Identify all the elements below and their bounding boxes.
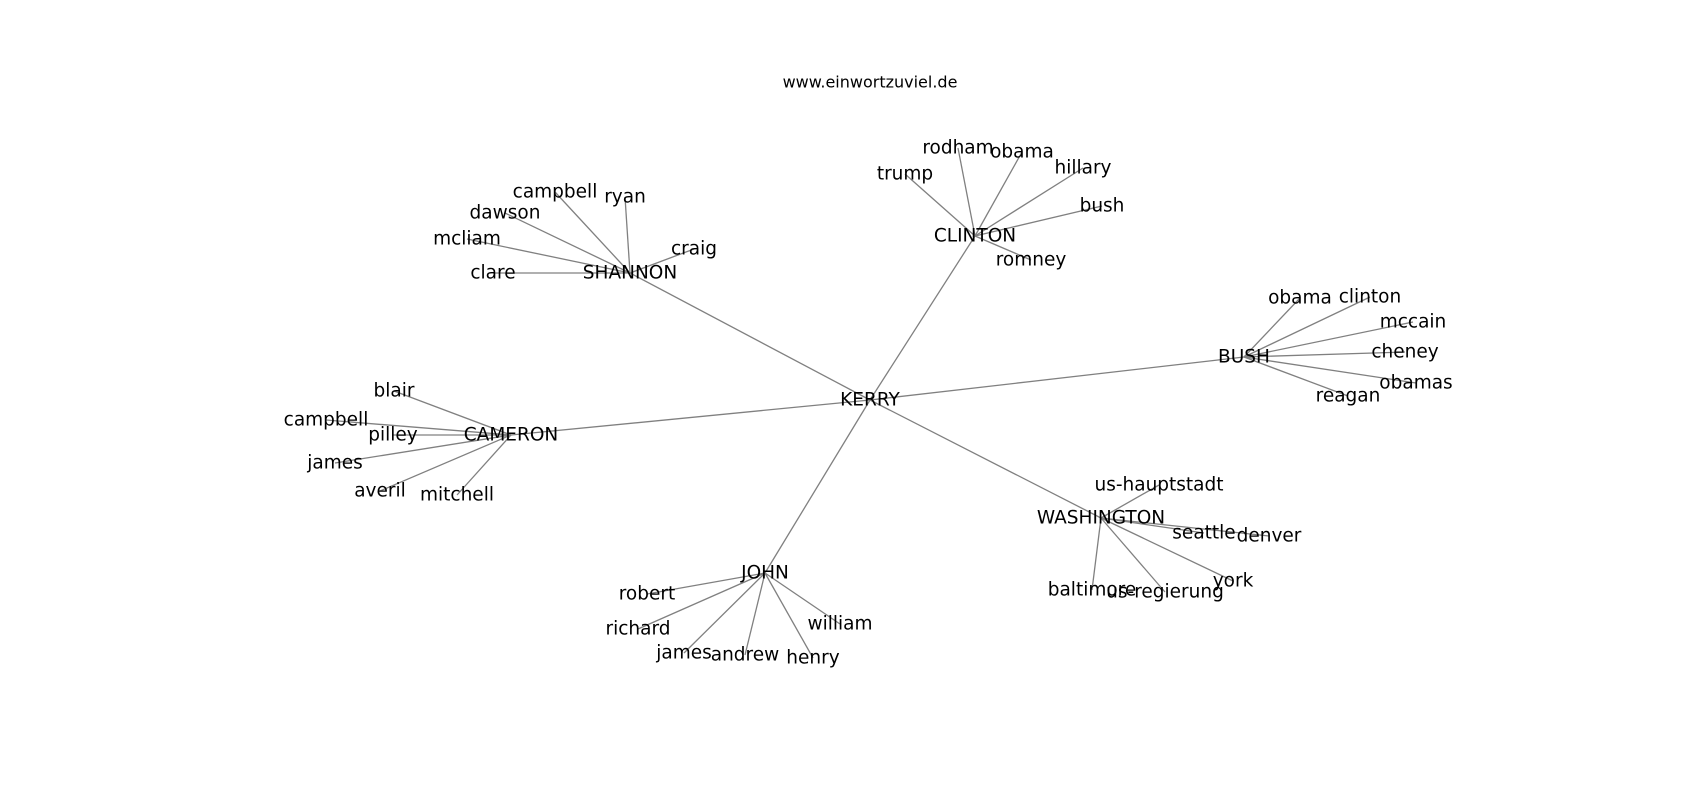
leaf-node-shannon-dawson: dawson [470,203,541,224]
edge-shannon-mcliam [466,238,631,274]
edge-clinton-romney [974,235,1032,261]
leaf-node-clinton-trump: trump [877,164,933,185]
edge-washington-baltimore [1091,517,1102,591]
hub-node-john: JOHN [740,563,789,584]
leaf-node-clinton-romney: romney [996,250,1067,271]
edge-john-andrew [744,572,766,656]
leaf-node-bush-cheney: cheney [1371,342,1438,363]
leaf-node-washington-us-hauptstadt: us-hauptstadt [1094,475,1223,496]
center-node-label: KERRY [840,390,900,411]
leaf-node-cameron-pilley: pilley [368,425,418,446]
edge-john-robert [646,572,766,595]
leaf-node-washington-baltimore: baltimore [1048,580,1137,601]
hub-node-bush: BUSH [1218,347,1270,368]
leaf-node-cameron-mitchell: mitchell [420,485,494,506]
leaf-node-shannon-mcliam: mcliam [433,229,501,250]
leaf-node-clinton-rodham: rodham [922,138,993,159]
edge-washington-york [1100,517,1234,582]
edge-washington-denver [1100,517,1270,537]
edge-clinton-trump [904,173,976,237]
edge-bush-obamas [1243,356,1417,384]
edge-bush-reagan [1243,356,1349,397]
edge-john-james [683,572,766,654]
leaf-node-clinton-bush: bush [1080,196,1125,217]
edge-cameron-mitchell [456,434,512,496]
leaf-node-clinton-hillary: hillary [1054,158,1111,179]
edge-john-richard [637,572,766,630]
edge-washington-us-regierung [1100,517,1166,593]
edge-kerry-cameron [510,399,871,436]
hub-node-cameron: CAMERON [464,425,558,446]
edge-john-william [764,572,841,625]
leaf-node-cameron-james: james [306,453,363,474]
edge-cameron-averil [379,434,512,492]
edge-clinton-rodham [957,147,976,237]
edge-bush-cheney [1243,351,1406,358]
leaf-node-bush-obama: obama [1268,288,1332,309]
site-url-title: www.einwortzuviel.de [782,72,958,92]
leaf-node-john-henry: henry [786,648,839,669]
hub-node-washington: WASHINGTON [1037,508,1165,529]
edge-clinton-obama [974,151,1023,237]
leaf-node-john-william: william [807,614,872,635]
edge-washington-us-hauptstadt [1100,484,1160,519]
leaf-node-washington-us-regierung: us-regierung [1106,582,1224,603]
leaf-node-clinton-obama: obama [990,142,1054,163]
hub-node-shannon: SHANNON [583,263,677,284]
edge-washington-seattle [1100,517,1205,534]
edge-bush-mccain [1243,321,1414,358]
leaf-node-john-robert: robert [619,584,676,605]
edge-kerry-shannon [629,272,871,401]
leaf-node-shannon-campbell: campbell [513,182,598,203]
edge-kerry-john [764,399,871,574]
hub-node-clinton: CLINTON [934,226,1016,247]
leaf-node-shannon-ryan: ryan [604,187,646,208]
leaf-node-bush-clinton: clinton [1339,287,1401,308]
edge-shannon-campbell [554,191,631,274]
edge-kerry-bush [869,356,1245,401]
edge-kerry-washington [869,399,1102,519]
edge-john-henry [764,572,814,659]
leaf-node-washington-denver: denver [1237,526,1302,547]
leaf-node-bush-reagan: reagan [1316,386,1381,407]
leaf-node-cameron-averil: averil [354,481,406,502]
leaf-node-cameron-campbell: campbell [284,410,369,431]
edge-cameron-blair [393,390,512,436]
leaf-node-bush-mccain: mccain [1380,312,1447,333]
leaf-node-cameron-blair: blair [374,381,415,402]
edge-shannon-craig [629,248,695,274]
leaf-node-washington-york: york [1213,571,1254,592]
edge-bush-obama [1243,297,1301,358]
edge-kerry-clinton [869,235,976,401]
leaf-node-bush-obamas: obamas [1379,373,1452,394]
leaf-node-shannon-craig: craig [671,239,717,260]
edge-clinton-hillary [974,167,1084,237]
leaf-node-john-andrew: andrew [711,645,780,666]
edge-cameron-campbell [325,419,512,436]
leaf-node-john-james: james [655,643,712,664]
edge-shannon-ryan [624,196,631,274]
leaf-node-john-richard: richard [605,619,670,640]
edge-layer [325,147,1417,659]
edge-clinton-bush [974,205,1103,237]
edge-shannon-dawson [504,212,631,274]
leaf-node-washington-seattle: seattle [1172,523,1235,544]
edge-cameron-james [334,434,512,464]
edge-bush-clinton [1243,296,1371,358]
leaf-node-shannon-clare: clare [470,263,515,284]
